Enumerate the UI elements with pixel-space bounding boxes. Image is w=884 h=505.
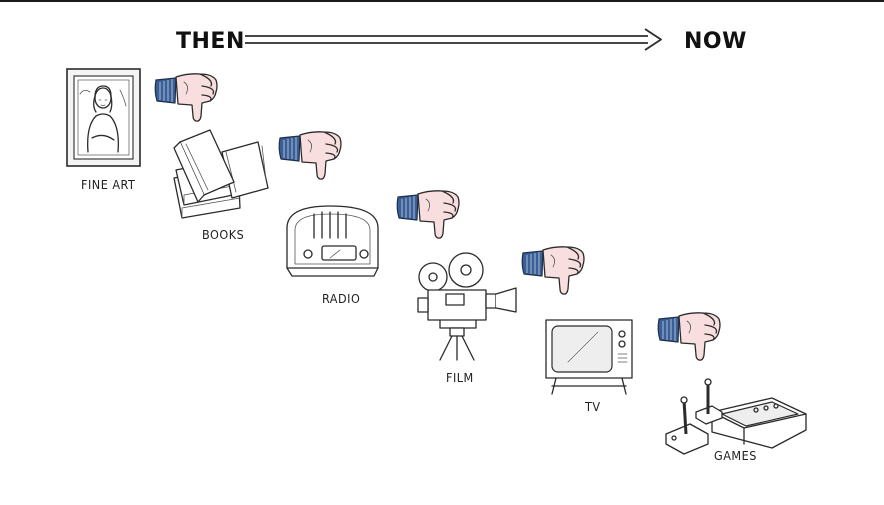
books-icon	[173, 129, 269, 219]
thumbs-down-icon	[521, 246, 585, 295]
item-label: RADIO	[322, 291, 360, 306]
thumbs-down-icon	[396, 190, 460, 239]
thumbs-down-icon	[154, 73, 218, 122]
item-label: FILM	[446, 370, 474, 385]
timeline-arrow	[245, 28, 662, 51]
item-label: FINE ART	[81, 177, 135, 192]
item-label: BOOKS	[202, 227, 244, 242]
item-label: TV	[584, 399, 601, 414]
film-camera-icon	[417, 252, 517, 361]
thumbs-down-icon	[657, 312, 721, 361]
now-label: NOW	[684, 29, 747, 54]
item-label: GAMES	[714, 448, 757, 463]
radio-icon	[286, 205, 379, 277]
painting-icon	[66, 68, 141, 167]
thumbs-down-icon	[278, 131, 342, 180]
television-icon	[545, 319, 633, 395]
then-label: THEN	[176, 29, 245, 54]
game-console-icon	[665, 378, 807, 455]
